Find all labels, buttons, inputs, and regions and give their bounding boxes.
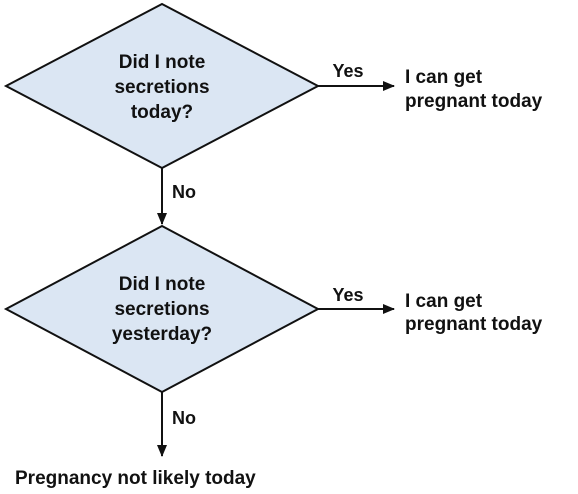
decision-diamond-today: Did I note secretions today?: [3, 2, 321, 170]
outcome-pregnant-1: I can get pregnant today: [405, 67, 543, 112]
yes-label-today: Yes: [332, 61, 363, 81]
no-edge-today: No: [157, 168, 196, 225]
no-label-today: No: [172, 182, 196, 202]
decision-yesterday-line3: yesterday?: [112, 324, 212, 345]
outcome-pregnant-2: I can get pregnant today: [405, 291, 543, 335]
outcome-1-line1: I can get: [405, 67, 483, 88]
no-edge-yesterday: No: [157, 392, 196, 457]
decision-today-line3: today?: [131, 102, 193, 123]
decision-yesterday-line2: secretions: [114, 299, 209, 320]
outcome-2-line2: pregnant today: [405, 314, 543, 335]
no-label-yesterday: No: [172, 408, 196, 428]
decision-yesterday-line1: Did I note: [119, 274, 206, 295]
decision-diamond-yesterday: Did I note secretions yesterday?: [3, 224, 321, 394]
outcome-2-line1: I can get: [405, 291, 483, 312]
yes-label-yesterday: Yes: [332, 285, 363, 305]
outcome-1-line2: pregnant today: [405, 91, 543, 112]
yes-edge-today: Yes: [318, 61, 395, 91]
decision-today-line1: Did I note: [119, 52, 206, 73]
yes-edge-yesterday: Yes: [318, 285, 395, 314]
final-outcome-text: Pregnancy not likely today: [15, 468, 256, 489]
decision-today-line2: secretions: [114, 77, 209, 98]
